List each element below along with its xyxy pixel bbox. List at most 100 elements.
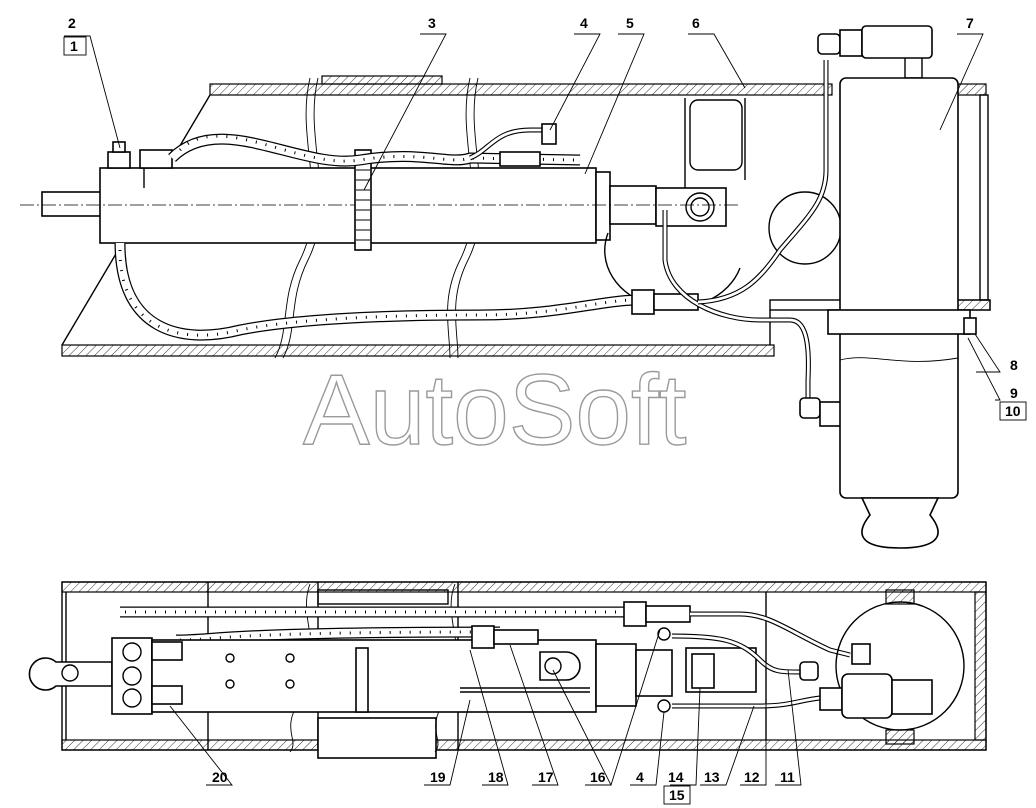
- callout-12: 12: [744, 769, 760, 785]
- cylinder-head: [111, 637, 153, 715]
- valve-port: [685, 192, 715, 222]
- upper-fitting: [839, 29, 863, 57]
- callout-14: 14: [668, 769, 684, 785]
- bleed-screw: [112, 141, 126, 153]
- pipe-pump-to-tank: [697, 60, 829, 305]
- tank-drain: [860, 497, 940, 549]
- hole-3: [285, 653, 295, 663]
- cylinder-rod: [41, 191, 103, 217]
- hole-2: [225, 679, 235, 689]
- hose-end-b: [493, 629, 539, 645]
- boxed-label-15-frame: [663, 785, 691, 805]
- reservoir-tank: [839, 77, 959, 499]
- upper-beam: [209, 83, 833, 96]
- switch-plan-body: [891, 679, 933, 715]
- callout-16: 16: [590, 769, 606, 785]
- banjo-fitting: [539, 651, 581, 681]
- callout-18: 18: [488, 769, 504, 785]
- lower-hose: [114, 242, 641, 341]
- boxed-label-1-frame: [63, 36, 87, 56]
- port-upper: [122, 642, 142, 662]
- callout-10: 10: [1005, 403, 1021, 419]
- callout-19: 19: [430, 769, 446, 785]
- bleed-fitting: [107, 151, 131, 169]
- hole-4: [285, 679, 295, 689]
- callout-3: 3: [428, 15, 436, 31]
- callout-4-bottom: 4: [636, 769, 644, 785]
- elbow-fitting-4: [541, 123, 557, 145]
- rear-bracket: [684, 98, 746, 200]
- inline-fitting: [499, 151, 541, 167]
- callout-1: 1: [70, 38, 78, 54]
- tank-plan-elbow: [799, 661, 819, 681]
- callout-17: 17: [538, 769, 554, 785]
- callout-8: 8: [1010, 357, 1018, 373]
- upper-elbow: [817, 33, 841, 55]
- side-view: [20, 25, 991, 549]
- callout-6: 6: [692, 15, 700, 31]
- hole-1: [225, 653, 235, 663]
- head-fitting-lower: [151, 685, 183, 705]
- upper-plate: [321, 75, 443, 85]
- head-fitting-upper: [151, 641, 183, 661]
- collar-nut: [963, 317, 977, 335]
- fitting-4-lower: [657, 699, 671, 713]
- plan-band-clamp: [355, 647, 369, 713]
- callout-7: 7: [966, 15, 974, 31]
- port-middle: [122, 666, 142, 686]
- callout-2: 2: [68, 15, 76, 31]
- tank-plan-hatch-top: [885, 589, 915, 605]
- cover-plate: [317, 717, 437, 759]
- rear-bracket-window: [689, 99, 743, 171]
- pressure-switch-plan: [841, 673, 893, 719]
- frame-top-hatch: [61, 581, 987, 593]
- callout-9: 9: [1010, 385, 1018, 401]
- callout-13: 13: [704, 769, 720, 785]
- valve-body-14: [691, 653, 715, 689]
- hose-end-a: [471, 625, 495, 649]
- banjo-bolt: [544, 657, 562, 675]
- boxed-label-10-frame: [999, 401, 1027, 421]
- tank-collar: [827, 309, 971, 335]
- callout-4-top: 4: [580, 15, 588, 31]
- rod-eye: [28, 657, 113, 691]
- lower-hose-fitting-a: [631, 289, 655, 315]
- valve-port-inner: [690, 197, 710, 217]
- tank-plan-fitting-a: [851, 643, 871, 665]
- tank-plan-hatch-bottom: [885, 729, 915, 745]
- callout-15: 15: [669, 787, 685, 803]
- callout-11: 11: [780, 769, 795, 785]
- watermark: AutoSoft: [303, 354, 687, 466]
- upper-plate-2: [317, 589, 449, 605]
- hose-end-c: [623, 601, 647, 627]
- frame-bottom-hatch: [61, 739, 987, 751]
- port-lower: [122, 688, 142, 708]
- hose-fitting-left: [139, 149, 173, 169]
- tank-fitting: [819, 401, 843, 427]
- cylinder-end-cap: [595, 171, 611, 241]
- leader-lines: [64, 33, 1001, 786]
- tank-plan-fitting-b: [819, 687, 843, 711]
- mount-bracket-hatch: [954, 299, 991, 311]
- callout-5: 5: [626, 15, 634, 31]
- cylinder-barrel: [99, 167, 597, 244]
- break-line-4: [455, 77, 482, 359]
- lower-beam: [61, 344, 775, 357]
- pressure-switch: [861, 25, 933, 59]
- switch-stem: [904, 58, 923, 79]
- tank-break: [839, 357, 959, 362]
- break-line-3: [447, 77, 474, 359]
- cylinder-plan-barrel: [151, 639, 597, 713]
- frame-end-hatch: [974, 591, 987, 741]
- cylinder-plan-stem: [635, 649, 673, 697]
- cylinder-plan-cap: [595, 643, 637, 707]
- plan-view: [28, 581, 987, 759]
- rod-eye-hole: [61, 664, 79, 682]
- callout-20: 20: [212, 769, 228, 785]
- tank-elbow: [799, 397, 821, 419]
- fitting-4-upper: [657, 627, 671, 641]
- side-plate: [979, 94, 989, 301]
- hose-end-d: [645, 605, 691, 623]
